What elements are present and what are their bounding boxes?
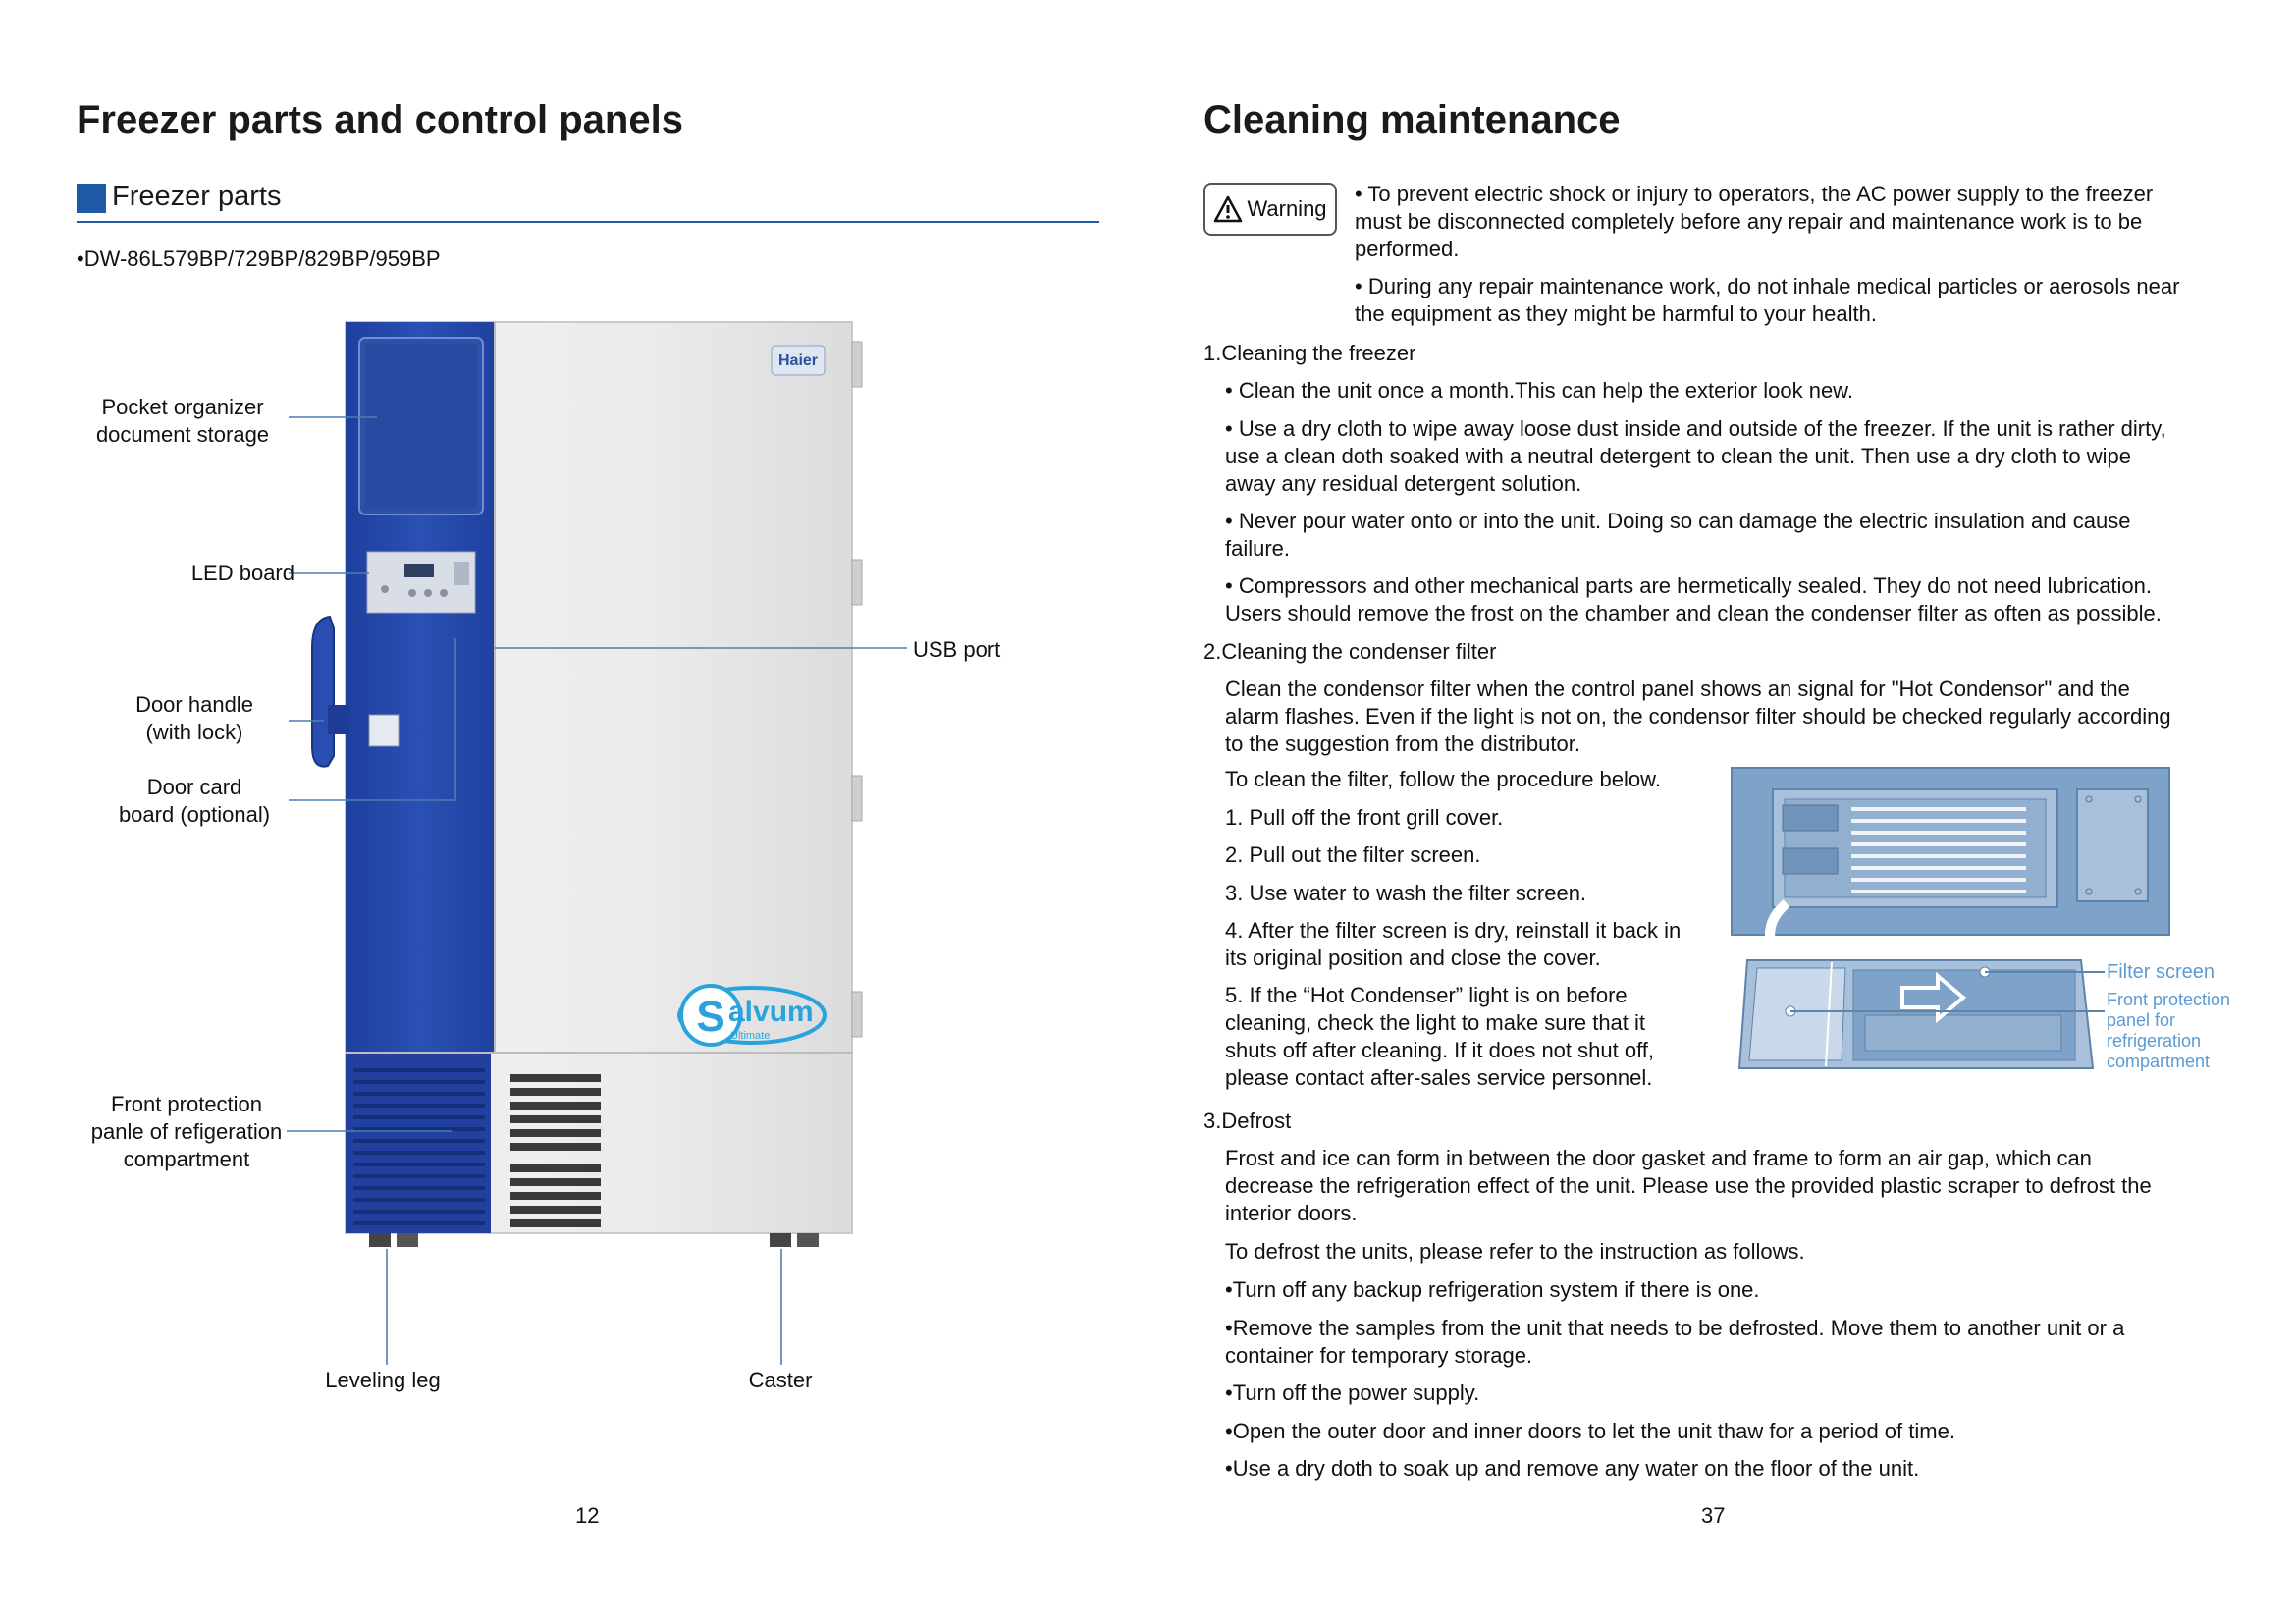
section-1-bullet-1: • Clean the unit once a month.This can h… <box>1225 377 1853 405</box>
label-pocket-organizer: Pocket organizer document storage <box>65 394 300 449</box>
text-line: failure. <box>1225 536 1291 561</box>
label-door-card: Door card board (optional) <box>77 774 312 829</box>
warning-badge: Warning <box>1203 183 1337 236</box>
warning-text-1: • To prevent electric shock or injury to… <box>1355 181 2153 263</box>
section-1-bullet-4: • Compressors and other mechanical parts… <box>1225 572 2162 627</box>
section-1-title: 1.Cleaning the freezer <box>1203 341 1416 365</box>
section-2-step-1: 1. Pull off the front grill cover. <box>1225 804 1503 832</box>
text-line: • Clean the unit once a month.This can h… <box>1225 378 1853 403</box>
page-number-right: 37 <box>1701 1503 1726 1528</box>
label-led-board: LED board <box>190 561 294 585</box>
section-3-instructions-intro: To defrost the units, please refer to th… <box>1225 1238 1805 1266</box>
label-front-protection: Front protection panle of refigeration c… <box>69 1091 304 1173</box>
section-3-title: 3.Defrost <box>1203 1109 1292 1133</box>
text-line: 4. After the filter screen is dry, reins… <box>1225 918 1682 943</box>
text-line: cleaning, check the light to make sure t… <box>1225 1010 1646 1035</box>
text-line: Users should remove the frost on the cha… <box>1225 601 2162 625</box>
section-title-freezer-parts: Freezer parts <box>112 181 282 212</box>
section-marker <box>77 184 106 213</box>
text-line: its original position and close the cove… <box>1225 946 1601 970</box>
salvum-logo-s: S <box>696 993 724 1041</box>
section-3-bullet-3: •Turn off the power supply. <box>1225 1380 1479 1407</box>
text-line: •Turn off the power supply. <box>1225 1380 1480 1405</box>
section-divider <box>77 221 1099 223</box>
freezer-illustration: Haier S alvum Ultimate <box>287 321 907 1365</box>
label-front-protection-line3: compartment <box>123 1147 250 1171</box>
text-line: • During any repair maintenance work, do… <box>1355 274 2180 298</box>
section-3-bullet-2: •Remove the samples from the unit that n… <box>1225 1315 2124 1370</box>
text-line: interior doors. <box>1225 1201 1358 1225</box>
label-door-handle: Door handle (with lock) <box>77 691 312 746</box>
text-line: to the suggestion from the distributor. <box>1225 731 1580 756</box>
text-line: • Never pour water onto or into the unit… <box>1225 509 2131 533</box>
label-usb-port: USB port <box>913 637 1001 662</box>
left-page-title: Freezer parts and control panels <box>77 98 683 141</box>
text-line: Frost and ice can form in between the do… <box>1225 1146 2092 1170</box>
section-2-intro: Clean the condensor filter when the cont… <box>1225 676 2171 758</box>
text-line: 5. If the “Hot Condenser” light is on be… <box>1225 983 1628 1007</box>
label-caster: Caster <box>748 1368 813 1392</box>
text-line: 1. Pull off the front grill cover. <box>1225 805 1504 830</box>
section-2-step-3: 3. Use water to wash the filter screen. <box>1225 880 1586 907</box>
text-line: shuts off after cleaning. If it does not… <box>1225 1038 1655 1062</box>
text-line: •Open the outer door and inner doors to … <box>1225 1419 1955 1443</box>
text-line: compartment <box>2107 1052 2211 1071</box>
diagram-label-front-panel: Front protection panel for refrigeration… <box>2107 990 2230 1072</box>
text-line: 3. Use water to wash the filter screen. <box>1225 881 1587 905</box>
label-front-protection-line2: panle of refigeration <box>90 1119 283 1144</box>
text-line: refrigeration <box>2107 1031 2202 1051</box>
text-line: •Remove the samples from the unit that n… <box>1225 1316 2125 1340</box>
diagram-label-filter-screen: Filter screen <box>2107 961 2216 983</box>
text-line: panel for <box>2107 1010 2176 1030</box>
text-line: away any residual detergent solution. <box>1225 471 1582 496</box>
model-number: •DW-86L579BP/729BP/829BP/959BP <box>77 246 441 271</box>
text-line: alarm flashes. Even if the light is not … <box>1225 704 2171 729</box>
label-door-handle-line2: (with lock) <box>145 720 243 744</box>
section-2-procedure-intro: To clean the filter, follow the procedur… <box>1225 766 1661 793</box>
text-line: • Use a dry cloth to wipe away loose dus… <box>1225 416 2166 441</box>
section-2-step-4: 4. After the filter screen is dry, reins… <box>1225 917 1681 972</box>
brand-logo: Haier <box>778 352 818 369</box>
right-page-title: Cleaning maintenance <box>1203 98 1621 141</box>
text-line: decrease the refrigeration effect of the… <box>1225 1173 2152 1198</box>
text-line: Front protection <box>2107 990 2231 1009</box>
text-line: please contact after-sales service perso… <box>1225 1065 1653 1090</box>
label-door-handle-line1: Door handle <box>135 692 253 717</box>
text-line: the equipment as they might be harmful t… <box>1355 301 1877 326</box>
condenser-filter-diagram <box>1731 767 2170 1069</box>
section-3-bullet-4: •Open the outer door and inner doors to … <box>1225 1418 1955 1445</box>
section-3-bullet-5: •Use a dry doth to soak up and remove an… <box>1225 1455 1919 1483</box>
section-2-step-5: 5. If the “Hot Condenser” light is on be… <box>1225 982 1654 1092</box>
page-number-left: 12 <box>575 1503 600 1528</box>
salvum-logo-sub: Ultimate <box>730 1030 770 1042</box>
section-1-bullet-2: • Use a dry cloth to wipe away loose dus… <box>1225 415 2166 498</box>
warning-text-2: • During any repair maintenance work, do… <box>1355 273 2179 328</box>
text-line: 2. Pull out the filter screen. <box>1225 842 1481 867</box>
text-line: Clean the condensor filter when the cont… <box>1225 677 2130 701</box>
text-line: To clean the filter, follow the procedur… <box>1225 767 1661 791</box>
section-2-title: 2.Cleaning the condenser filter <box>1203 639 1497 664</box>
label-pocket-organizer-line1: Pocket organizer <box>101 395 264 419</box>
text-line: use a clean doth soaked with a neutral d… <box>1225 444 2131 468</box>
text-line: •Turn off any backup refrigeration syste… <box>1225 1277 1760 1302</box>
section-3-bullet-1: •Turn off any backup refrigeration syste… <box>1225 1276 1760 1304</box>
text-line: • To prevent electric shock or injury to… <box>1355 182 2154 206</box>
section-1-bullet-3: • Never pour water onto or into the unit… <box>1225 508 2130 563</box>
label-pocket-organizer-line2: document storage <box>95 422 270 447</box>
section-3-intro: Frost and ice can form in between the do… <box>1225 1145 2152 1227</box>
text-line: •Use a dry doth to soak up and remove an… <box>1225 1456 1920 1481</box>
salvum-logo-text: alvum <box>728 996 814 1028</box>
label-leveling-leg: Leveling leg <box>325 1368 441 1392</box>
warning-label: Warning <box>1247 196 1327 221</box>
text-line: performed. <box>1355 237 1460 261</box>
text-line: To defrost the units, please refer to th… <box>1225 1239 1805 1264</box>
text-line: container for temporary storage. <box>1225 1343 1533 1368</box>
text-line: must be disconnected completely before a… <box>1355 209 2143 234</box>
label-door-card-line1: Door card <box>146 775 242 799</box>
label-door-card-line2: board (optional) <box>118 802 271 827</box>
label-front-protection-line1: Front protection <box>110 1092 263 1116</box>
warning-triangle-icon <box>1214 195 1243 223</box>
text-line: • Compressors and other mechanical parts… <box>1225 573 2153 598</box>
section-2-step-2: 2. Pull out the filter screen. <box>1225 841 1480 869</box>
